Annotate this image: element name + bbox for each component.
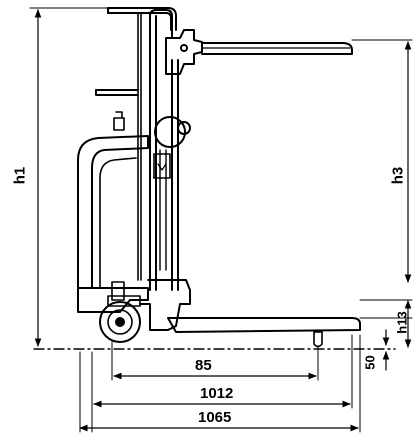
release-valve bbox=[113, 111, 125, 131]
stacker-body bbox=[77, 7, 361, 348]
d50-label: 50 bbox=[362, 355, 378, 370]
load-roller bbox=[313, 331, 323, 348]
dimension-lines bbox=[29, 7, 413, 433]
top-handle bbox=[107, 7, 177, 31]
middle-handle bbox=[95, 89, 139, 96]
d1065-label: 1065 bbox=[198, 409, 232, 426]
pulley bbox=[154, 116, 186, 148]
h1-label: h1 bbox=[11, 166, 29, 185]
fork-carriage-top bbox=[165, 29, 203, 75]
d1012-label: 1012 bbox=[200, 385, 234, 402]
chassis-base bbox=[77, 287, 149, 313]
h13-label: h13 bbox=[394, 311, 410, 334]
d85-label: 85 bbox=[195, 357, 212, 374]
bottom-fork bbox=[167, 317, 361, 333]
h3-label: h3 bbox=[389, 166, 407, 185]
top-platform bbox=[201, 42, 353, 55]
chassis-frame bbox=[77, 135, 149, 289]
castor-wheel bbox=[99, 281, 141, 343]
